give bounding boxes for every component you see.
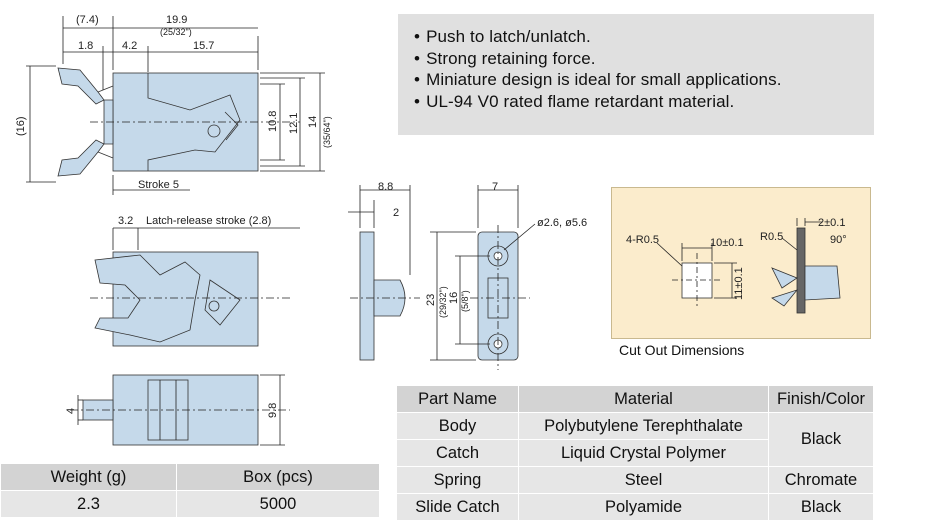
catch-front-view	[430, 185, 536, 370]
latch-released-view	[90, 227, 300, 347]
cell-part: Catch	[396, 439, 519, 467]
table-row: Body Polybutylene Terephthalate Black	[396, 412, 874, 467]
table-row: Catch Liquid Crystal Polymer	[396, 439, 874, 467]
cell-material: Polybutylene Terephthalate	[518, 412, 769, 440]
latch-top-view	[26, 16, 325, 195]
feature-item: Strong retaining force.	[414, 48, 858, 70]
cell-finish: Chromate	[768, 466, 874, 494]
cell-part: Slide Catch	[396, 493, 519, 521]
table-row: Slide Catch Polyamide Black	[396, 493, 874, 521]
cutout-height: 11±0.1	[733, 267, 745, 300]
cell-finish: Black	[768, 493, 874, 521]
materials-table: Part Name Material Finish/Color Body Pol…	[396, 385, 874, 521]
table-row: Spring Steel Chromate	[396, 466, 874, 494]
weight-table: Weight (g) Box (pcs) 2.3 5000	[0, 463, 380, 518]
header-weight: Weight (g)	[0, 463, 177, 491]
cell-material: Liquid Crystal Polymer	[518, 439, 769, 467]
header-finish: Finish/Color	[768, 385, 874, 413]
cell-box: 5000	[176, 490, 380, 518]
latch-bottom-view	[70, 374, 290, 446]
cutout-diagram: 4-R0.5 10±0.1 R0.5 2±0.1 90° 11±0.1	[611, 187, 871, 339]
cell-finish: Black	[768, 412, 874, 467]
cutout-side-radius: R0.5	[760, 231, 783, 243]
cell-part: Spring	[396, 466, 519, 494]
cell-material: Steel	[518, 466, 769, 494]
cutout-width: 10±0.1	[710, 237, 744, 249]
cutout-gap: 2±0.1	[818, 217, 845, 229]
features-panel: Push to latch/unlatch. Strong retaining …	[398, 14, 874, 135]
catch-side-view	[348, 185, 420, 361]
cell-material: Polyamide	[518, 493, 769, 521]
cutout-corner-radius: 4-R0.5	[626, 234, 659, 246]
cutout-title: Cut Out Dimensions	[619, 342, 745, 358]
cell-weight: 2.3	[0, 490, 177, 518]
header-material: Material	[518, 385, 769, 413]
feature-item: Miniature design is ideal for small appl…	[414, 69, 858, 91]
feature-item: UL-94 V0 rated flame retardant material.	[414, 91, 858, 113]
feature-item: Push to latch/unlatch.	[414, 26, 858, 48]
table-row: 2.3 5000	[0, 490, 380, 518]
cutout-angle: 90°	[830, 234, 847, 246]
panel-section	[796, 227, 806, 314]
cell-part: Body	[396, 412, 519, 440]
header-part-name: Part Name	[396, 385, 519, 413]
header-box: Box (pcs)	[176, 463, 380, 491]
